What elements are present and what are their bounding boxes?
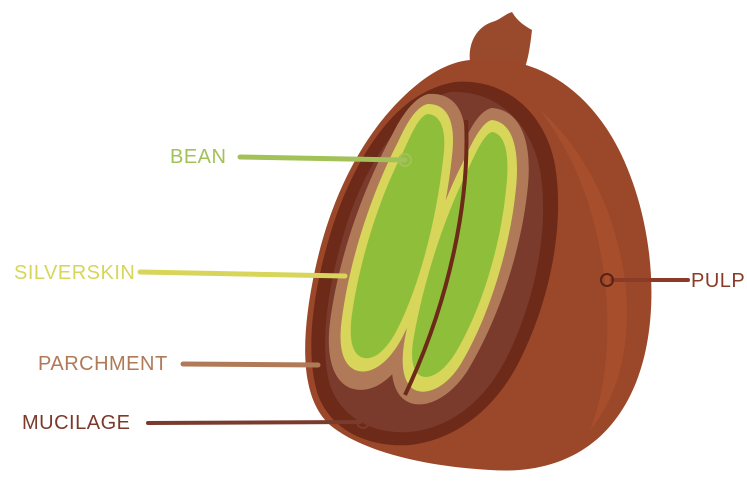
silverskin-leader-line bbox=[140, 272, 345, 276]
mucilage-label: MUCILAGE bbox=[22, 413, 130, 433]
parchment-leader-line bbox=[183, 364, 318, 365]
mucilage-leader-line bbox=[148, 422, 360, 423]
silverskin-label: SILVERSKIN bbox=[14, 263, 135, 283]
bean-leader-line bbox=[240, 157, 405, 160]
bean-label: BEAN bbox=[170, 147, 226, 167]
parchment-label: PARCHMENT bbox=[38, 354, 168, 374]
pulp-label: PULP bbox=[691, 271, 745, 291]
